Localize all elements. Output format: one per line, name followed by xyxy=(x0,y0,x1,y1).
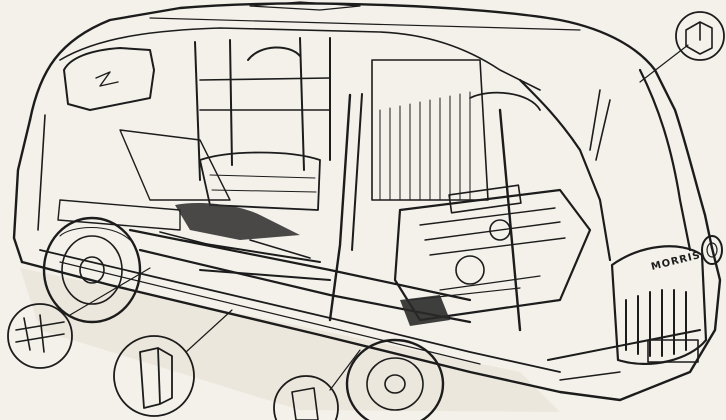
detail-inset-bottom-center-left xyxy=(113,309,233,417)
headlamp xyxy=(701,235,723,265)
number-plate xyxy=(647,339,699,363)
axle-shadow xyxy=(175,203,300,240)
engine-assembly xyxy=(393,89,611,332)
front-grille xyxy=(547,235,723,381)
front-wheel xyxy=(345,338,445,420)
van-body xyxy=(12,1,722,402)
rear-wheel xyxy=(42,216,142,324)
detail-inset-bottom-left xyxy=(7,267,151,369)
detail-inset-top-right xyxy=(639,11,725,83)
detail-inset-bottom-center xyxy=(273,349,361,420)
ground-shadow xyxy=(20,268,560,412)
